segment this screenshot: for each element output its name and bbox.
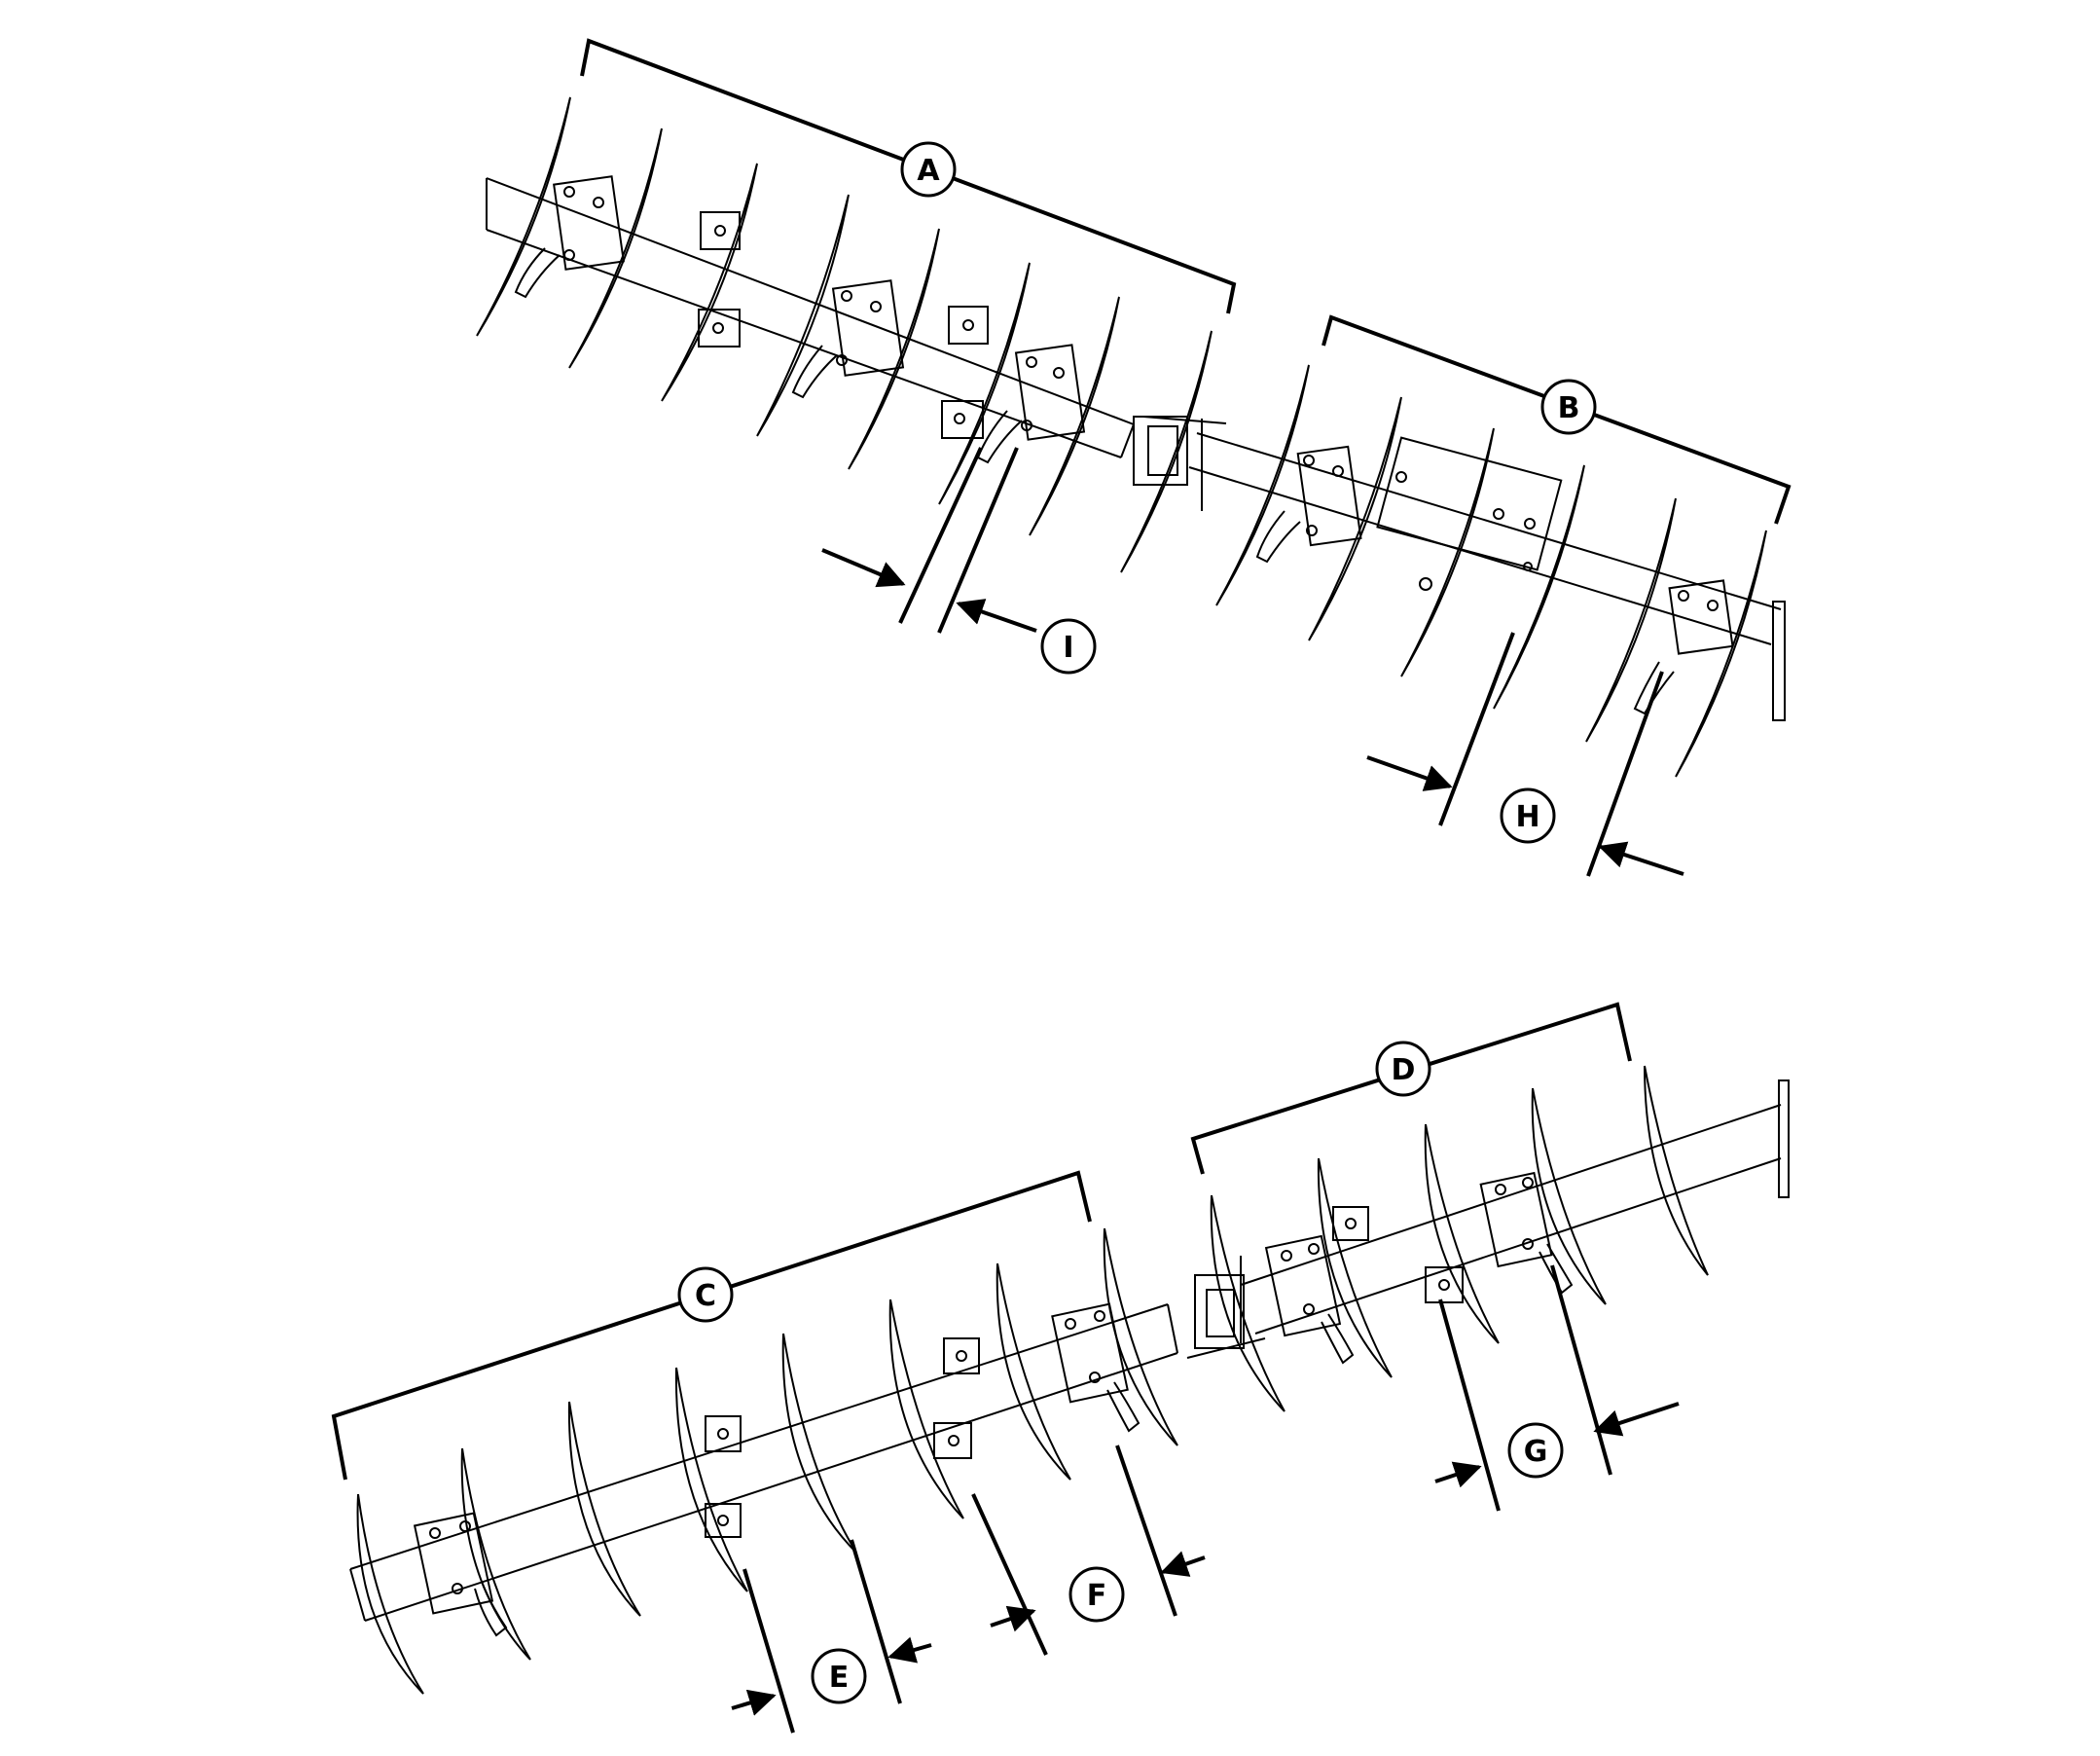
callout-a: A <box>900 141 957 198</box>
callout-c: C <box>677 1266 734 1323</box>
lower-disk-blades <box>356 1065 1709 1695</box>
callout-b-label: B <box>1558 391 1580 425</box>
callout-i-label: I <box>1063 631 1073 665</box>
dimension-i <box>821 447 1037 634</box>
callout-c-label: C <box>695 1279 716 1313</box>
dimension-g <box>1434 1264 1680 1512</box>
dimension-h <box>1366 632 1684 877</box>
callout-g-label: G <box>1524 1435 1548 1469</box>
dimension-f <box>971 1445 1206 1656</box>
lower-gang-assembly <box>349 1065 1790 1695</box>
lower-right-frame-tube <box>1240 1079 1790 1335</box>
callout-f-label: F <box>1087 1579 1107 1613</box>
bracket-c <box>331 1170 1092 1481</box>
upper-scraper-arms <box>514 247 1675 715</box>
upper-bearing-plates <box>553 175 1734 655</box>
upper-end-plate <box>1772 601 1786 721</box>
callout-i: I <box>1040 618 1097 675</box>
callout-b: B <box>1540 379 1597 435</box>
dimension-e <box>731 1539 932 1734</box>
callout-d-label: D <box>1392 1053 1416 1087</box>
callout-f: F <box>1068 1566 1125 1623</box>
callout-g: G <box>1507 1422 1564 1479</box>
callout-e-label: E <box>829 1661 850 1695</box>
callout-h-label: H <box>1515 800 1539 834</box>
callout-d: D <box>1375 1041 1431 1097</box>
lower-left-frame-tube <box>349 1303 1178 1622</box>
lower-scraper-arms <box>474 1243 1574 1637</box>
lower-bearing-plates <box>413 1171 1553 1615</box>
upper-gang-assembly <box>476 96 1786 778</box>
upper-center-hitch <box>1133 416 1227 511</box>
callout-a-label: A <box>917 154 940 188</box>
callout-e: E <box>811 1648 867 1704</box>
callout-h: H <box>1500 787 1556 844</box>
upper-disk-blades <box>476 96 1767 778</box>
